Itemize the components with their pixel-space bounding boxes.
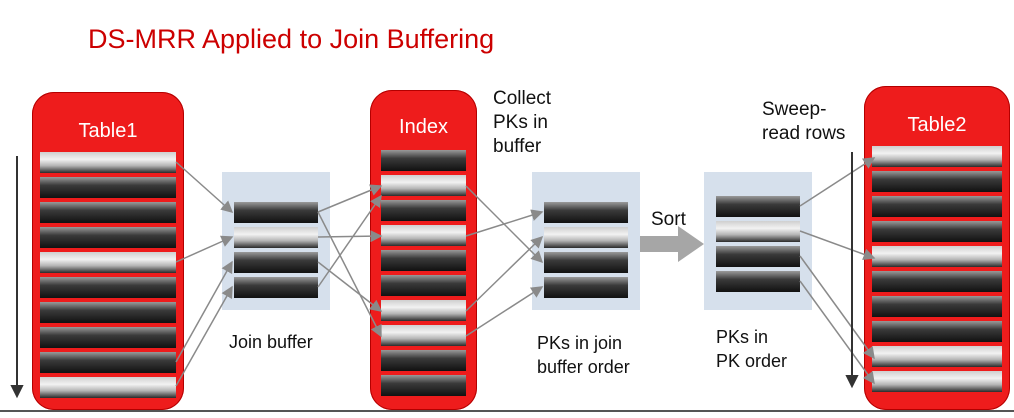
arrow-line [799,157,876,207]
sort-arrow-icon [640,226,704,262]
buffer-row [544,277,628,298]
table1-box: Table1 [32,92,184,410]
index-row [381,350,466,371]
buffer-row [716,271,800,292]
buffer-row [716,221,800,242]
arrow-line [799,255,875,360]
table-row [872,196,1002,217]
index-row [381,300,466,321]
join-buffer-label: Join buffer [229,332,313,352]
arrow-line [175,285,233,387]
index-row [381,175,466,196]
table-row [872,221,1002,242]
index-box: Index [370,90,477,410]
table-row [872,296,1002,317]
table-row [40,252,176,273]
index-title: Index [399,116,448,138]
index-row [381,325,466,346]
table1-rows [40,152,176,400]
arrow-line [465,209,544,237]
buffer-row [234,252,318,273]
arrow-line [317,211,382,338]
pks-join-line-1: PKs in join [537,333,623,353]
table-row [40,327,176,348]
collect-line-3: buffer [493,136,542,157]
table-row [40,202,176,223]
sweep-label: Sweep- read rows [762,98,845,146]
index-row [381,250,466,271]
table-row [40,377,176,398]
collect-label: Collect PKs in buffer [493,87,551,159]
collect-line-2: PKs in [493,112,548,133]
pks-pk-line-2: PK order [716,351,788,371]
table-row [872,321,1002,342]
join-buffer-rows [234,202,318,304]
diagram-title: DS-MRR Applied to Join Buffering [88,24,495,54]
index-row [381,150,466,171]
table2-box: Table2 [864,86,1010,410]
buffer-row [544,202,628,223]
pks-join-order-label: PKs in join buffer order [537,331,630,379]
table2-title: Table2 [907,114,967,136]
pks-join-line-2: buffer order [537,357,630,377]
arrow-line [175,161,234,213]
index-rows [381,150,466,400]
arrow-line [799,280,875,385]
sort-label: Sort [651,209,686,230]
sweep-line-1: Sweep- [762,99,827,120]
table-row [872,271,1002,292]
join-buffer-panel [222,172,330,310]
buffer-row [716,246,800,267]
pks-join-buffer-panel [532,172,640,310]
sweep-arrowhead-icon [845,375,859,389]
buffer-row [544,252,628,273]
table1-title: Table1 [78,120,138,142]
index-row [381,275,466,296]
buffer-row [716,196,800,217]
table-row [40,152,176,173]
collect-line-1: Collect [493,88,552,109]
arrow-line [317,261,383,312]
table-row [872,246,1002,267]
table-row [872,371,1002,392]
arrow-line [317,194,382,288]
table2-rows [872,146,1002,400]
pks-pk-line-1: PKs in [716,327,769,347]
index-row [381,200,466,221]
buffer-row [234,227,318,248]
table-row [40,302,176,323]
table-row [872,171,1002,192]
table-row [40,277,176,298]
buffer-row [234,277,318,298]
pks-join-rows [544,202,628,304]
arrow-line [465,286,544,337]
arrow-line [317,230,383,243]
table-row [40,227,176,248]
pks-pk-rows [716,196,800,304]
bottom-divider [0,410,1014,412]
arrow-line [317,184,383,213]
table-row [40,352,176,373]
table-row [872,146,1002,167]
scan-arrowhead-icon [10,385,24,399]
sweep-line-2: read rows [762,123,846,144]
arrow-line [175,260,233,363]
buffer-row [544,227,628,248]
table-row [40,177,176,198]
pks-pk-order-panel [704,172,812,310]
arrow-line [175,235,234,263]
arrow-line [465,235,544,312]
table-row [872,346,1002,367]
index-row [381,225,466,246]
pks-pk-order-label: PKs in PK order [716,325,787,373]
index-row [381,375,466,396]
buffer-row [234,202,318,223]
arrow-line [799,230,876,261]
